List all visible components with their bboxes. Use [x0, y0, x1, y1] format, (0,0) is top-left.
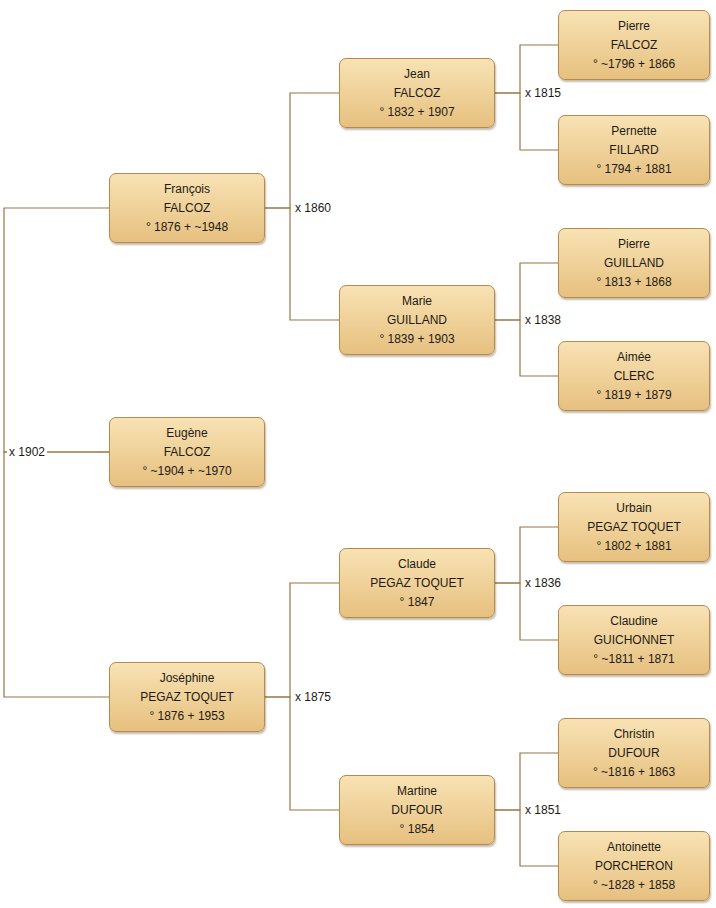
given-name: Christin [614, 725, 655, 744]
surname: DUFOUR [391, 801, 442, 820]
lineage-line [495, 810, 558, 866]
life-dates: ° ~1796 + 1866 [593, 55, 675, 74]
marriage-label: x 1875 [293, 690, 333, 704]
person-box: UrbainPEGAZ TOQUET° 1802 + 1881 [558, 492, 710, 562]
given-name: Joséphine [160, 669, 215, 688]
life-dates: ° 1802 + 1881 [596, 537, 671, 556]
person-box: JeanFALCOZ° 1832 + 1907 [339, 58, 495, 128]
marriage-label: x 1851 [523, 803, 563, 817]
lineage-line [495, 753, 558, 810]
given-name: Eugène [166, 424, 207, 443]
life-dates: ° 1819 + 1879 [596, 386, 671, 405]
given-name: Pierre [618, 235, 650, 254]
surname: PEGAZ TOQUET [370, 574, 464, 593]
life-dates: ° ~1904 + ~1970 [142, 462, 231, 481]
person-box: ChristinDUFOUR° ~1816 + 1863 [558, 718, 710, 788]
person-box: PierreGUILLAND° 1813 + 1868 [558, 228, 710, 298]
given-name: François [164, 180, 210, 199]
given-name: Marie [402, 292, 432, 311]
surname: FILLARD [609, 141, 658, 160]
person-box: EugèneFALCOZ° ~1904 + ~1970 [109, 417, 265, 487]
given-name: Urbain [616, 499, 651, 518]
surname: FALCOZ [394, 84, 441, 103]
marriage-label: x 1860 [293, 201, 333, 215]
given-name: Antoinette [607, 838, 661, 857]
person-box: ClaudineGUICHONNET° ~1811 + 1871 [558, 605, 710, 675]
life-dates: ° 1832 + 1907 [379, 103, 454, 122]
lineage-line [4, 452, 109, 697]
marriage-label: x 1815 [523, 86, 563, 100]
surname: FALCOZ [164, 443, 211, 462]
lineage-line [495, 320, 558, 376]
life-dates: ° ~1816 + 1863 [593, 763, 675, 782]
person-box: AntoinettePORCHERON° ~1828 + 1858 [558, 831, 710, 901]
surname: CLERC [614, 367, 655, 386]
life-dates: ° 1839 + 1903 [379, 330, 454, 349]
lineage-line [495, 93, 558, 150]
lineage-line [265, 697, 339, 810]
marriage-label: x 1836 [523, 576, 563, 590]
life-dates: ° ~1828 + 1858 [593, 876, 675, 895]
lineage-line [265, 583, 339, 697]
person-box: PernetteFILLARD° 1794 + 1881 [558, 115, 710, 185]
life-dates: ° 1876 + 1953 [149, 707, 224, 726]
surname: GUILLAND [387, 311, 447, 330]
person-box: MartineDUFOUR° 1854 [339, 775, 495, 845]
given-name: Aimée [617, 348, 651, 367]
lineage-line [495, 263, 558, 320]
surname: FALCOZ [164, 199, 211, 218]
lineage-line [495, 527, 558, 583]
life-dates: ° 1813 + 1868 [596, 273, 671, 292]
person-box: AiméeCLERC° 1819 + 1879 [558, 341, 710, 411]
given-name: Pernette [611, 122, 656, 141]
lineage-line [495, 583, 558, 640]
given-name: Claude [398, 555, 436, 574]
person-box: JoséphinePEGAZ TOQUET° 1876 + 1953 [109, 662, 265, 732]
surname: FALCOZ [611, 36, 658, 55]
given-name: Claudine [610, 612, 657, 631]
marriage-label: x 1902 [7, 445, 47, 459]
surname: PORCHERON [595, 857, 673, 876]
surname: DUFOUR [608, 744, 659, 763]
surname: PEGAZ TOQUET [587, 518, 681, 537]
person-box: MarieGUILLAND° 1839 + 1903 [339, 285, 495, 355]
life-dates: ° 1794 + 1881 [596, 160, 671, 179]
given-name: Martine [397, 782, 437, 801]
life-dates: ° 1876 + ~1948 [146, 218, 228, 237]
given-name: Jean [404, 65, 430, 84]
life-dates: ° 1847 [400, 593, 435, 612]
person-box: PierreFALCOZ° ~1796 + 1866 [558, 10, 710, 80]
surname: GUICHONNET [594, 631, 675, 650]
lineage-line [265, 93, 339, 208]
life-dates: ° ~1811 + 1871 [593, 650, 674, 669]
surname: PEGAZ TOQUET [140, 688, 234, 707]
person-box: ClaudePEGAZ TOQUET° 1847 [339, 548, 495, 618]
lineage-line [265, 208, 339, 320]
lineage-line [4, 208, 109, 452]
person-box: FrançoisFALCOZ° 1876 + ~1948 [109, 173, 265, 243]
marriage-label: x 1838 [523, 313, 563, 327]
given-name: Pierre [618, 17, 650, 36]
surname: GUILLAND [604, 254, 664, 273]
life-dates: ° 1854 [400, 820, 435, 839]
